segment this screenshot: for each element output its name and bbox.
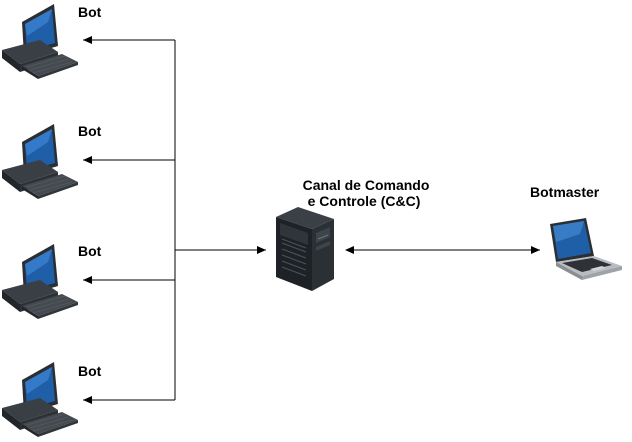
bot-3-desktop-computer-icon (0, 240, 80, 327)
server-tower-icon (272, 205, 336, 298)
bot-3-label: Bot (78, 243, 102, 259)
bot-2-label: Bot (78, 123, 102, 139)
bot-2-desktop-computer-icon (0, 120, 80, 207)
server-label-line-2: e Controle (C&C) (307, 193, 421, 209)
botmaster-label: Botmaster (530, 184, 600, 200)
laptop-icon (546, 216, 630, 287)
bot-4-label: Bot (78, 363, 102, 379)
server-label-line-1: Canal de Comando (302, 177, 430, 193)
bot-1-desktop-computer-icon (0, 0, 80, 87)
bot-4-desktop-computer-icon (0, 358, 80, 442)
bot-1-label: Bot (78, 4, 102, 20)
